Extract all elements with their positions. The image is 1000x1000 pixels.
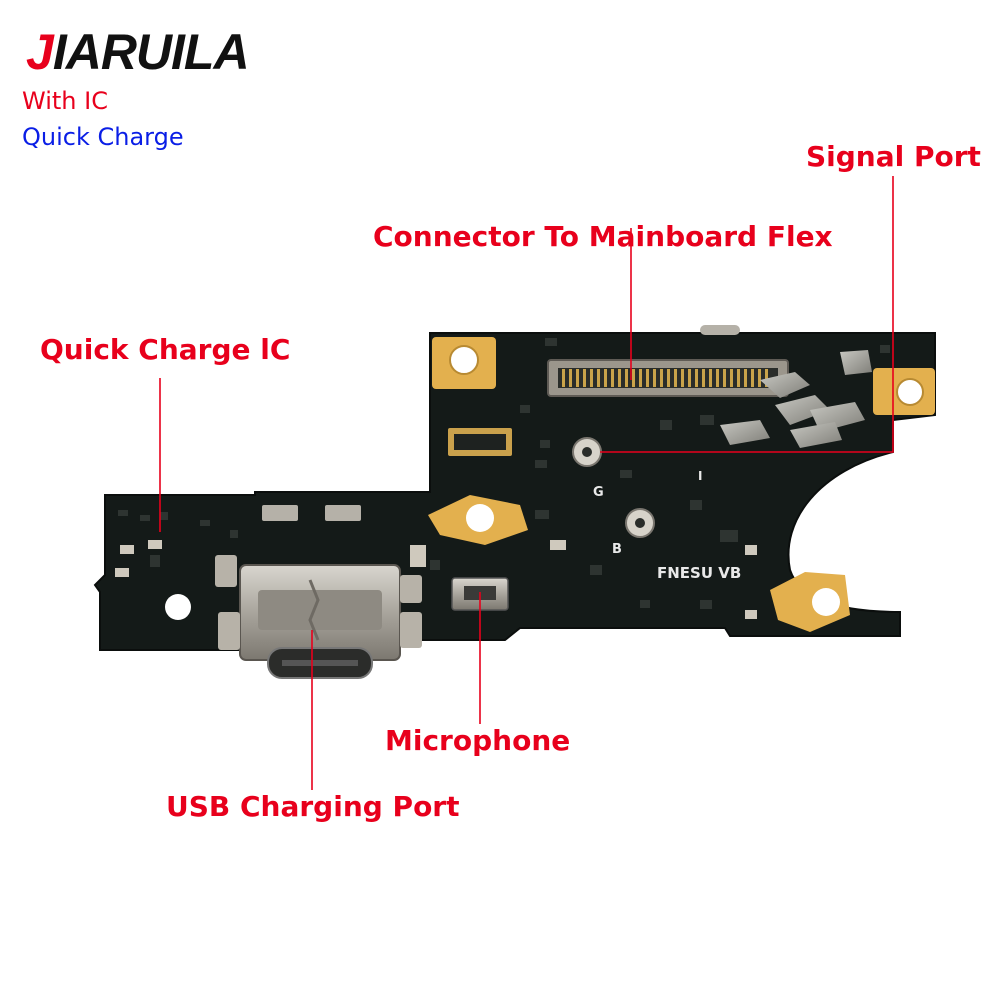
marking-b: B: [612, 542, 622, 557]
callout-lines: [159, 176, 894, 790]
brand-first-letter: J: [26, 24, 54, 80]
tagline-with-ic: With IC: [22, 87, 108, 115]
label-usb-charging-port: USB Charging Port: [166, 790, 460, 823]
smd-components: [115, 325, 890, 619]
marking-i: I: [698, 469, 702, 483]
mounting-pads: [165, 337, 935, 632]
signal-port-line: [600, 176, 894, 453]
label-connector: Connector To Mainboard Flex: [373, 220, 833, 253]
usb-charging-port-component: [215, 555, 422, 679]
brand-rest: IARUILA: [52, 24, 250, 80]
label-signal-port: Signal Port: [806, 140, 981, 173]
mainboard-connector: [547, 359, 789, 397]
marking-model: FNESU VB: [657, 564, 741, 582]
label-microphone: Microphone: [385, 724, 571, 757]
tagline-quick-charge: Quick Charge: [22, 123, 184, 151]
small-connector: [448, 428, 512, 456]
marking-g: G: [593, 485, 604, 500]
brand-logo: JIARUILA: [26, 24, 250, 80]
label-quick-charge-ic: Quick Charge lC: [40, 333, 291, 366]
shield-contacts: [720, 350, 872, 448]
